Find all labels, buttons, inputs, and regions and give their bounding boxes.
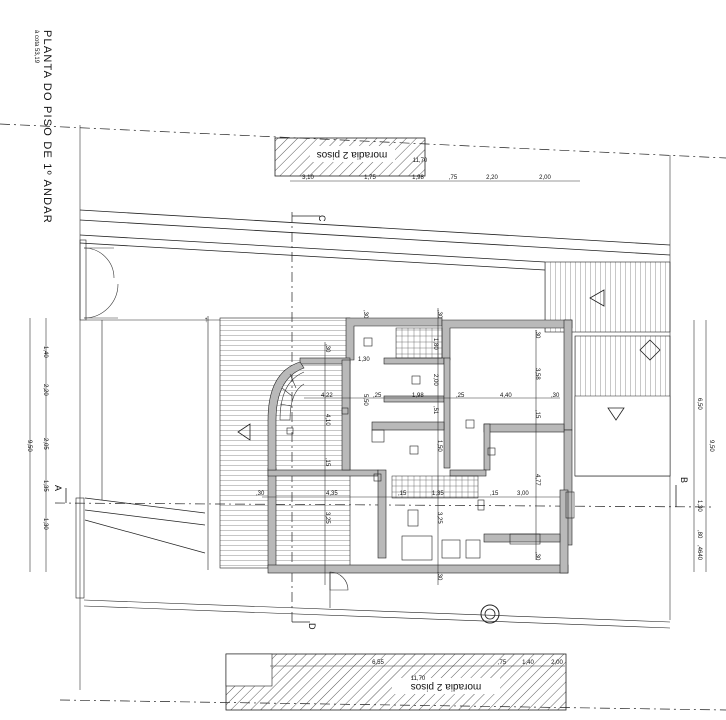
dim-label: ,30 <box>362 310 368 319</box>
dim-label: ,15 <box>534 410 540 419</box>
neighbour-bottom-dim-1: 6,55 <box>372 660 384 666</box>
dim-label: 3,25 <box>324 512 330 524</box>
left-dim-total: 9,50 <box>26 440 32 452</box>
dim-label: 4,35 <box>326 491 338 497</box>
dim-label: ,15 <box>490 491 499 497</box>
section-mark-c: C <box>317 215 327 222</box>
dim-label: ,51 <box>432 406 438 415</box>
dim-label: ,30 <box>551 393 560 399</box>
dim-label: 1,98 <box>412 393 424 399</box>
dim-label: ,30 <box>534 552 540 561</box>
plan-subtitle: à cota 53,19 <box>33 30 39 64</box>
neighbour-bottom-height: 11,70 <box>411 676 426 682</box>
neighbour-bottom-dim-4: 2,00 <box>551 660 563 666</box>
dim-label: ,30 <box>256 491 265 497</box>
dim-label: ,30 <box>436 572 442 581</box>
ramp <box>75 497 206 599</box>
section-mark-d: D <box>307 623 317 630</box>
dim-label: ,30 <box>436 310 442 319</box>
left-dim-3: 2,05 <box>42 438 48 450</box>
dim-label: 2,00 <box>432 374 438 386</box>
building-outline <box>267 317 573 574</box>
dim-label: 4,77 <box>534 474 540 486</box>
right-dim-2: 1,30 <box>696 500 702 512</box>
dim-label: 4,10 <box>324 414 330 426</box>
dim-label: 5,50 <box>362 394 368 406</box>
neighbour-house-bottom: moradia 2 pisos 11,70 6,55 ,75 1,40 2,00 <box>225 653 567 711</box>
dim-label: ,30 <box>534 330 540 339</box>
neighbour-top-dim-6: 2,00 <box>539 175 551 181</box>
dim-label: 1,80 <box>432 338 438 350</box>
left-dim-1: 1,40 <box>42 346 48 358</box>
left-dim-2: 2,20 <box>42 384 48 396</box>
dim-label: 4,22 <box>321 393 333 399</box>
section-mark-b: B <box>679 477 689 483</box>
dim-label: ,15 <box>324 458 330 467</box>
dim-label: 1,35 <box>432 491 444 497</box>
neighbour-top-dim-1: 3,10 <box>302 175 314 181</box>
bathroom-tiles-bottom <box>391 475 479 499</box>
dim-label: ,15 <box>398 491 407 497</box>
gate-doors <box>79 239 119 321</box>
dim-label: 3,58 <box>534 368 540 380</box>
title-block: PLANTA DO PISO DE 1º ANDAR à cota 53,19 <box>33 30 53 224</box>
plan-title: PLANTA DO PISO DE 1º ANDAR <box>41 30 53 224</box>
svg-text:↑: ↑ <box>204 315 208 324</box>
neighbour-top-dim-5: 2,20 <box>486 175 498 181</box>
dim-label: 1,30 <box>358 357 370 363</box>
stair-arrow-left <box>237 423 251 441</box>
section-mark-a: A <box>53 485 63 491</box>
right-dim-1: 6,50 <box>696 398 702 410</box>
stair-arrow-top-right <box>589 289 605 307</box>
right-dim-3: ,80 <box>696 530 702 539</box>
spiral-stair <box>267 361 305 471</box>
column-symbols <box>341 337 496 511</box>
neighbour-bottom-dim-2: ,75 <box>498 660 507 666</box>
left-dim-4: 1,35 <box>42 480 48 492</box>
plot-top-beams <box>79 209 671 271</box>
manhole-symbol <box>480 604 500 624</box>
right-dim-4: ,4640 <box>696 545 702 561</box>
left-dim-5: 1,30 <box>42 518 48 530</box>
left-dimension-chain: 1,40 2,20 2,05 1,35 1,30 9,50 <box>26 318 48 572</box>
room-dimensions: ,30 ,30 ,30 ,30 1,30 4,22 ,25 4,10 5,50 … <box>256 310 560 581</box>
dim-label: 3,25 <box>436 512 442 524</box>
neighbour-top-dim-4: ,75 <box>449 175 458 181</box>
dim-label: ,30 <box>324 344 330 353</box>
right-dim-total: 9,50 <box>708 440 714 452</box>
neighbour-house-top: moradia 2 pisos 11,70 3,10 1,75 1,98 ,75… <box>274 137 580 182</box>
right-dimension-chain: 6,50 9,50 1,30 ,80 ,4640 <box>693 320 714 572</box>
bathroom-tiles-top <box>395 327 443 359</box>
stair-arrow-bottom-right <box>607 407 625 421</box>
neighbour-top-dim-3: 1,98 <box>412 175 424 181</box>
dim-label: 3,00 <box>517 491 529 497</box>
diamond-mark <box>639 339 661 361</box>
neighbour-top-dim-2: 1,75 <box>364 175 376 181</box>
neighbour-top-label: moradia 2 pisos <box>317 149 388 160</box>
dim-label: 4,40 <box>500 393 512 399</box>
neighbour-bottom-label: moradia 2 pisos <box>411 681 482 692</box>
left-terrace-stripes <box>219 317 351 569</box>
neighbour-top-height: 11,70 <box>413 158 428 164</box>
dim-label: ,25 <box>373 393 382 399</box>
dim-label: 1,50 <box>436 440 442 452</box>
dim-label: ,25 <box>456 393 465 399</box>
neighbour-bottom-dim-3: 1,40 <box>522 660 534 666</box>
